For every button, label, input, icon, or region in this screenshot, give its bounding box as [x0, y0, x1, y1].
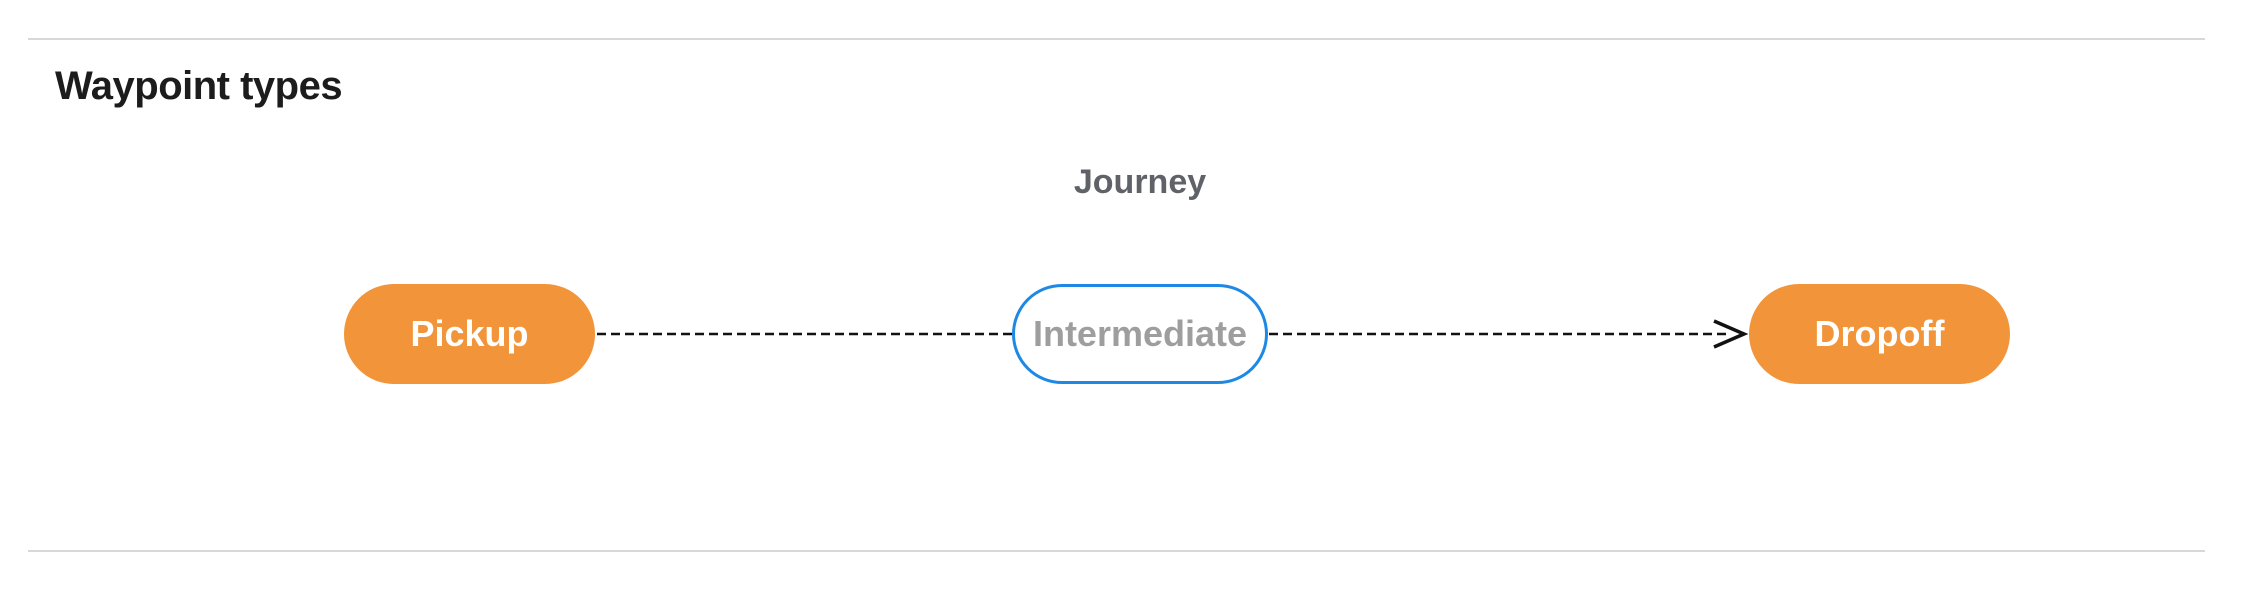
page-title: Waypoint types [55, 64, 343, 108]
node-dropoff: Dropoff [1749, 284, 2010, 384]
top-divider [28, 38, 2205, 40]
node-intermediate: Intermediate [1012, 284, 1268, 384]
node-pickup: Pickup [344, 284, 595, 384]
journey-group-label: Journey [1073, 163, 1207, 201]
arrowhead-icon [1713, 319, 1749, 349]
bottom-divider [28, 550, 2205, 552]
